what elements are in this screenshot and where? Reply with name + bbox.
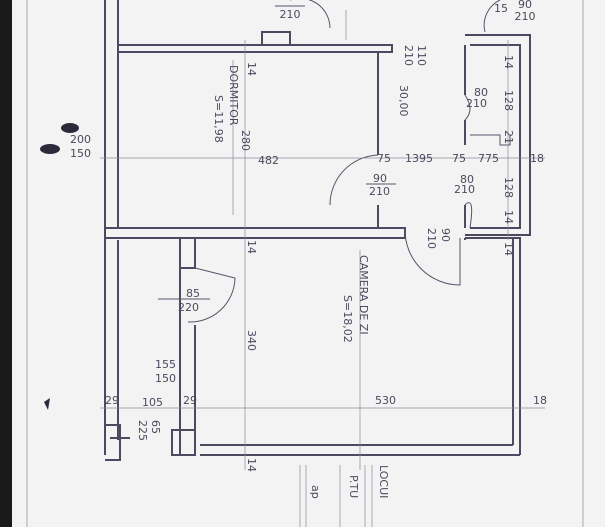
- wall-mark-2: 14: [245, 240, 258, 254]
- scan-edge: [0, 0, 12, 527]
- window-bedroom-width: 200: [70, 133, 91, 146]
- bottom-dim-1: 29: [105, 394, 119, 407]
- wall-mark-4: 14: [502, 242, 515, 256]
- bedroom-door-height: 210: [369, 185, 390, 198]
- top-door-right-width: 90: [518, 0, 532, 11]
- bedroom-name: DORMITOR: [227, 65, 240, 126]
- bath-dim-2: 128: [502, 90, 515, 111]
- living-name: CAMERA DE ZI: [357, 255, 370, 335]
- walls: [104, 0, 531, 461]
- labels: 210 90 210 15 DORMITOR S=11,98 280 482 3…: [70, 0, 547, 527]
- row-dim-5: 18: [530, 152, 544, 165]
- bedroom-door-width: 90: [373, 172, 387, 185]
- living-area: S=18,02: [341, 295, 354, 343]
- bath-dim-1: 14: [502, 55, 515, 69]
- bath-door-top-width: 80: [474, 86, 488, 99]
- footer-line-1: LOCUI: [377, 465, 390, 498]
- small-window-height: 225: [136, 420, 149, 441]
- bath-door-top-height: 210: [466, 97, 487, 110]
- dimension-lines: [100, 10, 545, 470]
- living-door-width: 90: [439, 228, 452, 242]
- row-dim-4: 775: [478, 152, 499, 165]
- bath-door-bottom-height: 210: [454, 183, 475, 196]
- top-door-right-height: 210: [515, 10, 536, 23]
- footer-line-2: P.TU: [347, 475, 360, 498]
- balcony-door-height: 220: [178, 301, 199, 314]
- top-door-right-side: 15: [494, 2, 508, 15]
- bedroom-depth: 280: [239, 130, 252, 151]
- living-door-height: 210: [425, 228, 438, 249]
- window-living-width: 155: [155, 358, 176, 371]
- bath-door-bottom-width: 80: [460, 173, 474, 186]
- row-dim-2: 1395: [405, 152, 433, 165]
- ink-smudges: [40, 123, 79, 410]
- bedroom-length: 482: [258, 154, 279, 167]
- bottom-dim-5: 18: [533, 394, 547, 407]
- door-swings: [187, 0, 501, 323]
- bath-dim-4: 128: [502, 177, 515, 198]
- row-dim-3: 75: [452, 152, 466, 165]
- wall-mark-3: 14: [245, 458, 258, 472]
- bedroom-area: S=11,98: [212, 95, 225, 143]
- hall-length: 30,00: [397, 85, 410, 117]
- window-bedroom-height: 150: [70, 147, 91, 160]
- top-door-left-height: 210: [280, 8, 301, 21]
- bath-dim-3: 21: [502, 130, 515, 144]
- bath-dim-5: 14: [502, 210, 515, 224]
- balcony-door-width: 85: [186, 287, 200, 300]
- small-window-width: 65: [149, 420, 162, 434]
- hall-door-width: 110: [415, 45, 428, 66]
- row-dim-1: 75: [377, 152, 391, 165]
- bottom-dim-3: 29: [183, 394, 197, 407]
- living-depth: 340: [245, 330, 258, 351]
- wall-mark-1: 14: [245, 62, 258, 76]
- hall-door-height: 210: [402, 45, 415, 66]
- bottom-dim-4: 530: [375, 394, 396, 407]
- bottom-dim-2: 105: [142, 396, 163, 409]
- footer-line-3: ap: [309, 485, 322, 499]
- window-living-height: 150: [155, 372, 176, 385]
